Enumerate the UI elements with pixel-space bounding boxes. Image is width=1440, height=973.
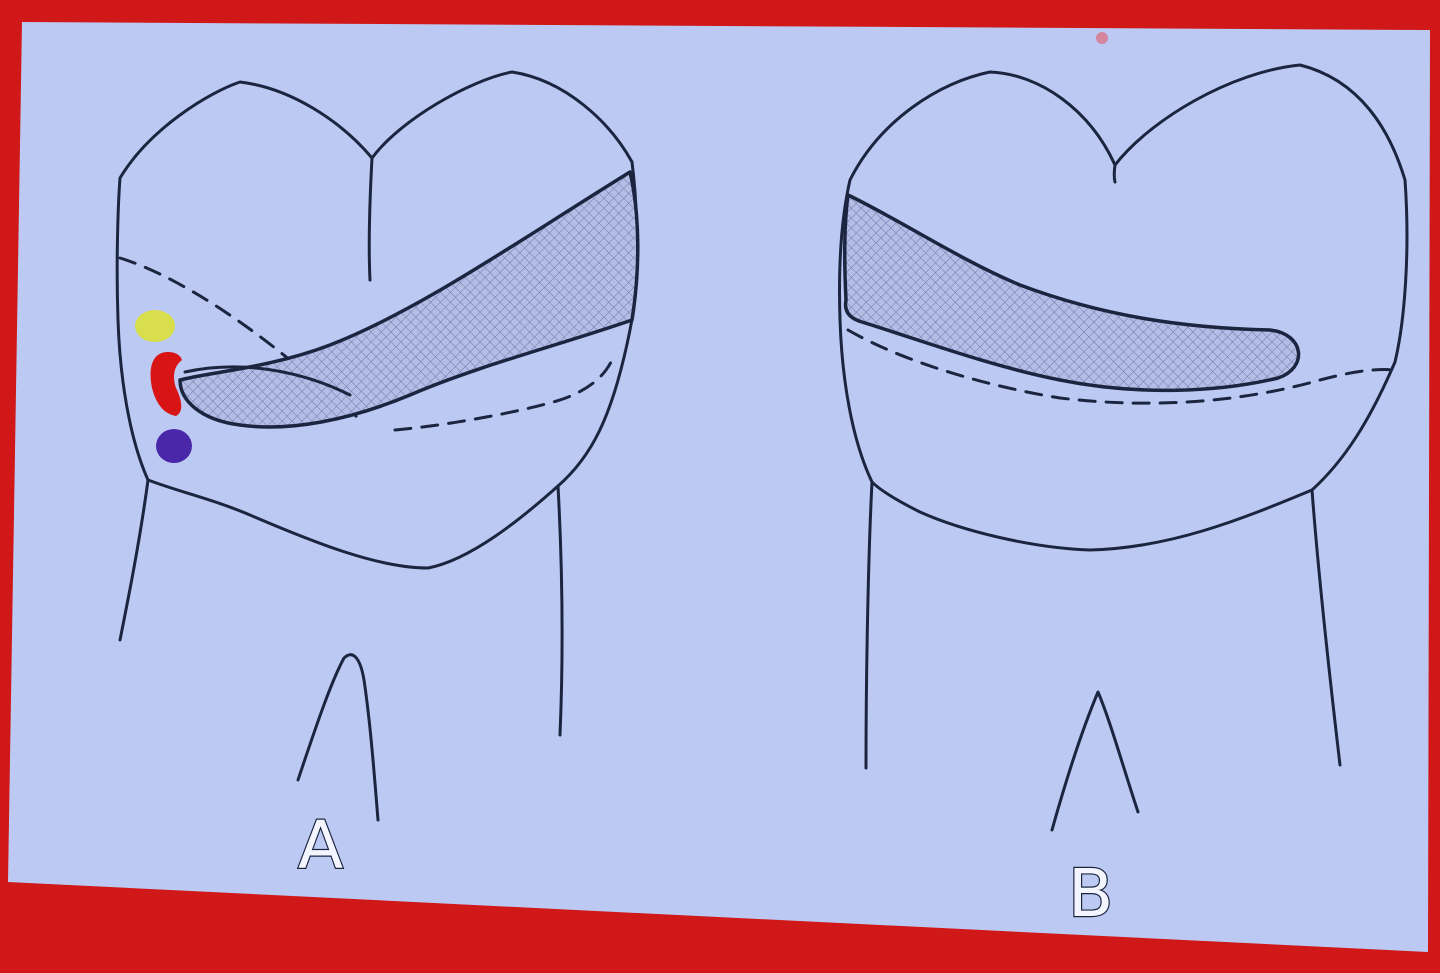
- tooth-a-furcation: [296, 653, 380, 822]
- tooth-a-dashed-lower: [393, 358, 614, 432]
- tooth-b-fissure: [1112, 163, 1117, 184]
- tooth-b-furcation: [1050, 690, 1140, 832]
- label-b: B: [1068, 855, 1113, 932]
- tooth-b-root-left: [864, 480, 874, 770]
- tooth-a-root-left: [118, 478, 150, 642]
- tooth-b-root-right: [1310, 488, 1342, 767]
- tooth-a-root-right: [556, 484, 564, 737]
- tooth-a-contour-band: [178, 170, 640, 429]
- tooth-a-band-edge: [183, 365, 352, 397]
- tooth-b-crown-outline: [837, 63, 1409, 552]
- label-a: A: [298, 807, 343, 884]
- red-marker: [150, 352, 182, 416]
- tooth-a: A: [115, 70, 640, 885]
- diagram-panel: [8, 22, 1430, 952]
- pink-dot: [1096, 32, 1108, 44]
- blue-marker: [156, 429, 192, 463]
- tooth-b: B: [837, 63, 1409, 933]
- tooth-b-dashed-lower: [846, 328, 1397, 405]
- tooth-b-contour-band: [842, 193, 1301, 393]
- tooth-a-crown-outline: [115, 70, 639, 570]
- yellow-marker: [135, 310, 175, 342]
- tooth-a-fissure: [367, 156, 374, 282]
